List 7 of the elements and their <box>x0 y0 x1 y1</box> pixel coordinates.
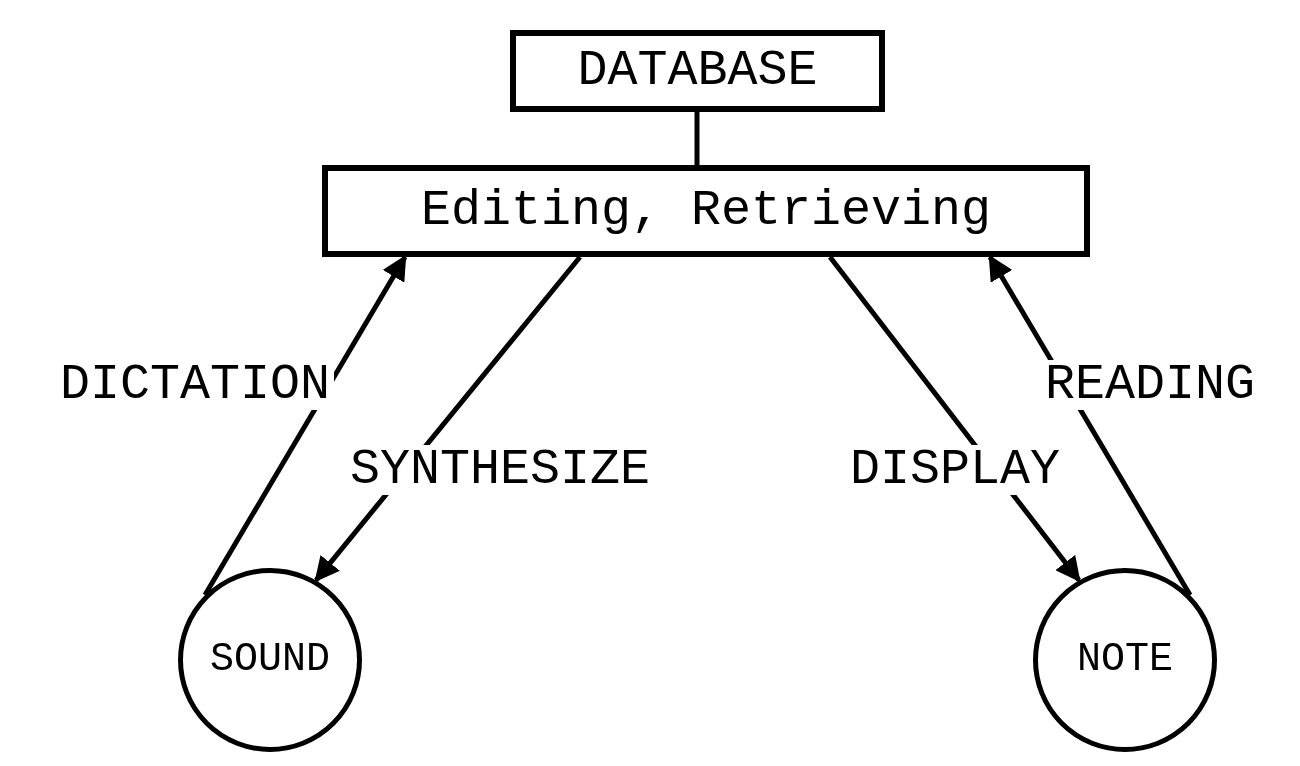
node-label: DATABASE <box>577 46 818 96</box>
node-label: SOUND <box>210 640 330 680</box>
process-box <box>322 165 1090 257</box>
connector-line <box>694 112 700 165</box>
node-label: Editing, Retrieving <box>420 186 992 236</box>
process-box <box>510 30 885 112</box>
node-label: NOTE <box>1077 640 1173 680</box>
